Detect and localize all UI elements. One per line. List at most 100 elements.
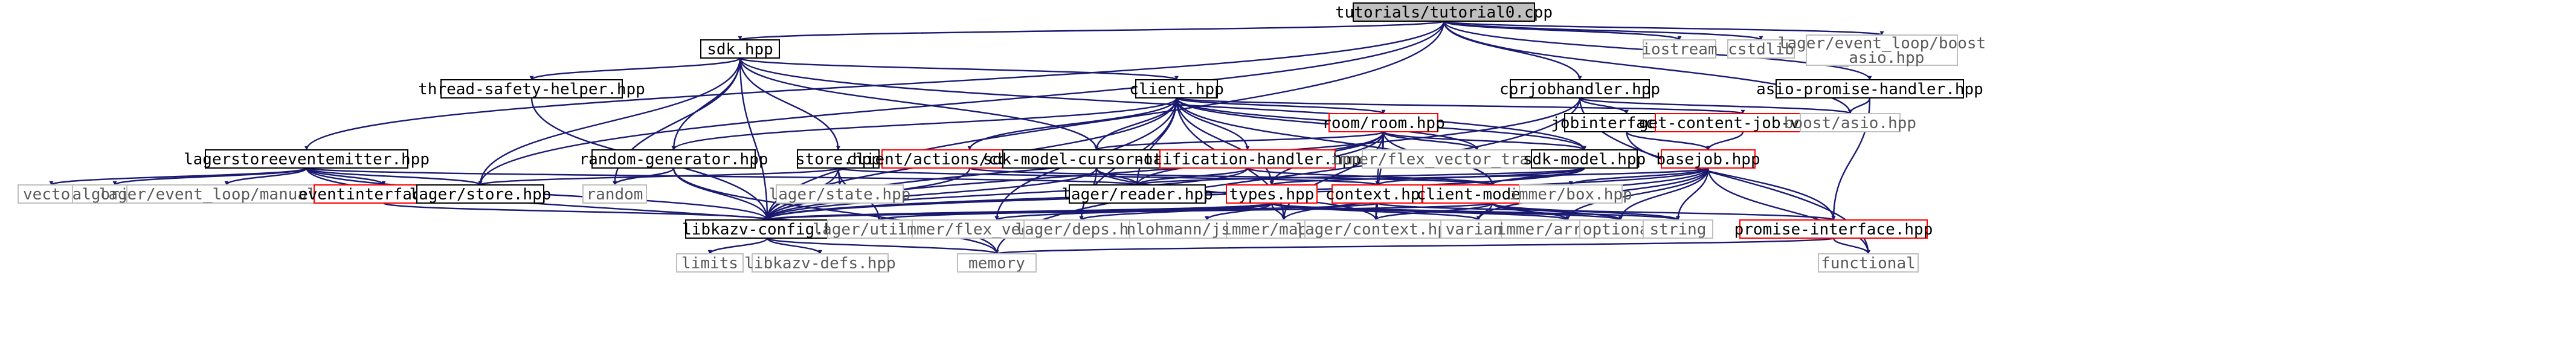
- node-label: lager/context.hpp: [1295, 221, 1456, 239]
- node-label: context.hpp: [1325, 186, 1429, 204]
- edge-root-to-cstdlib: [1443, 20, 1763, 41]
- edge-lagerstoreeventemitter-to-algorithm: [112, 167, 308, 186]
- node-label: asio-promise-handler.hpp: [1756, 80, 1983, 99]
- node-lager-reader[interactable]: lager/reader.hpp: [1061, 184, 1213, 204]
- node-label: libkazv-defs.hpp: [744, 254, 895, 273]
- edge-cprjobhandler-to-boost_asio: [1579, 97, 1852, 115]
- edge-room-to-sdk_model_cursor_tag: [1094, 131, 1385, 151]
- node-box: [1806, 34, 1958, 66]
- node-random-generator[interactable]: random-generator.hpp: [579, 149, 768, 169]
- node-libkazv-defs: libkazv-defs.hpp: [744, 253, 896, 273]
- node-iostream: iostream: [1641, 39, 1718, 59]
- edge-types-to-nlohmann_json: [1205, 202, 1273, 221]
- node-label: cprjobhandler.hpp: [1499, 80, 1660, 99]
- node-box: [416, 184, 544, 204]
- node-types[interactable]: types.hpp: [1226, 184, 1318, 204]
- node-box: [685, 219, 849, 239]
- node-notification-handler[interactable]: notification-handler.hpp: [1134, 149, 1361, 169]
- node-immer-box: immer/box.hpp: [1509, 184, 1632, 204]
- include-edges: [49, 20, 1884, 255]
- node-box: [957, 253, 1037, 273]
- edge-promise_interface-to-memory: [995, 237, 1835, 255]
- node-cprjobhandler[interactable]: cprjobhandler.hpp: [1499, 79, 1660, 99]
- node-label: room/room.hpp: [1322, 114, 1445, 132]
- node-lagerstoreeventemitter[interactable]: lagerstoreeventemitter.hpp: [184, 149, 430, 169]
- node-box: [1531, 149, 1638, 169]
- node-box: [1353, 2, 1535, 22]
- edge-context-to-promise_interface: [1376, 202, 1836, 221]
- node-asio-promise-handler[interactable]: asio-promise-handler.hpp: [1756, 79, 1983, 99]
- node-context[interactable]: context.hpp: [1325, 184, 1429, 204]
- node-label: vector: [23, 186, 80, 204]
- edge-jobinterface-to-basejob: [1626, 131, 1710, 150]
- node-label: sdk-model.hpp: [1523, 150, 1646, 169]
- node-thread-safety-helper[interactable]: thread-safety-helper.hpp: [418, 79, 645, 99]
- node-lager-store[interactable]: lager/store.hpp: [410, 184, 552, 204]
- edge-client_model-to-variant: [1476, 202, 1493, 221]
- node-label: lager/event_loop/manual.hpp: [99, 186, 355, 204]
- node-promise-interface[interactable]: promise-interface.hpp: [1734, 219, 1933, 239]
- node-label: tutorials/tutorial0.cpp: [1335, 4, 1553, 22]
- edge-sdk-to-thread_safety_helper: [529, 57, 741, 81]
- node-box: [1739, 219, 1928, 239]
- node-store[interactable]: store.hpp: [796, 149, 881, 169]
- node-label: libkazv-config.hpp: [682, 221, 852, 239]
- node-lager-context: lager/context.hpp: [1295, 219, 1457, 239]
- node-label: lager/store.hpp: [410, 186, 552, 204]
- edge-root-to-libkazv_config: [765, 21, 1445, 221]
- node-libkazv-config[interactable]: libkazv-config.hpp: [682, 219, 852, 239]
- node-label: memory: [968, 254, 1025, 273]
- node-label: random-generator.hpp: [579, 150, 768, 169]
- node-label: random: [587, 186, 643, 204]
- node-label: store.hpp: [796, 150, 881, 169]
- edge-sdk-to-sdk_model_cursor_tag: [739, 57, 1099, 150]
- node-box: [1135, 79, 1218, 99]
- edge-lagerstoreeventemitter-to-memory: [306, 167, 999, 254]
- edge-eventinterface-to-libkazv_config: [382, 202, 770, 221]
- edge-lagerstoreeventemitter-to-lager_reader: [306, 167, 1139, 186]
- edge-get_content_job-to-basejob: [1706, 131, 1744, 150]
- edge-sdk_model-to-lager_reader: [1135, 167, 1585, 186]
- node-label: boost/asio.hpp: [1784, 114, 1916, 132]
- node-string: string: [1643, 219, 1713, 239]
- edge-room-to-sdk_model: [1382, 131, 1586, 151]
- node-box: [1328, 113, 1438, 132]
- edge-client-to-sdk_model_cursor_tag: [1094, 97, 1177, 150]
- node-label: thread-safety-helper.hpp: [418, 80, 645, 99]
- edge-sdk-to-lager_store: [478, 57, 741, 186]
- node-sdk-model[interactable]: sdk-model.hpp: [1523, 149, 1646, 169]
- node-box: [440, 79, 623, 99]
- edge-sdk-to-libkazv_config: [739, 57, 770, 221]
- node-lager-state: lager/state.hpp: [769, 184, 910, 204]
- edge-notification_handler-to-libkazv_config: [765, 167, 1249, 221]
- node-room[interactable]: room/room.hpp: [1322, 113, 1445, 132]
- node-box: [1643, 39, 1716, 59]
- node-label: types.hpp: [1229, 186, 1315, 204]
- node-box: [126, 184, 327, 204]
- edge-libkazv_config-to-memory: [766, 237, 999, 255]
- node-label: iostream: [1641, 40, 1717, 59]
- edge-lagerstoreeventemitter-to-lager_event_loop_manual: [224, 167, 308, 186]
- edge-types-to-string: [1270, 202, 1680, 221]
- node-memory: memory: [957, 253, 1037, 273]
- node-basejob[interactable]: basejob.hpp: [1656, 149, 1760, 169]
- edge-client-to-notification_handler: [1176, 97, 1250, 150]
- edge-basejob-to-immer_box: [1568, 167, 1709, 186]
- edge-types-to-immer_map: [1270, 202, 1286, 221]
- node-box: [776, 184, 904, 204]
- node-sdk[interactable]: sdk.hpp: [700, 39, 780, 59]
- node-boost-asio: boost/asio.hpp: [1784, 113, 1916, 132]
- edge-client-to-get_content_job: [1176, 97, 1745, 115]
- node-box: [700, 39, 780, 59]
- edge-client_model-to-libkazv_config: [765, 202, 1493, 221]
- node-client[interactable]: client.hpp: [1129, 79, 1224, 99]
- node-random: random: [582, 184, 647, 204]
- node-root[interactable]: tutorials/tutorial0.cpp: [1335, 2, 1553, 22]
- node-label: promise-interface.hpp: [1734, 221, 1933, 239]
- edge-root-to-lager_event_loop_boost_asio: [1443, 20, 1884, 36]
- node-label: client.hpp: [1129, 80, 1224, 99]
- node-label: notification-handler.hpp: [1134, 150, 1361, 169]
- node-label: basejob.hpp: [1656, 150, 1760, 169]
- node-box: [1002, 149, 1191, 169]
- node-box: [797, 149, 880, 169]
